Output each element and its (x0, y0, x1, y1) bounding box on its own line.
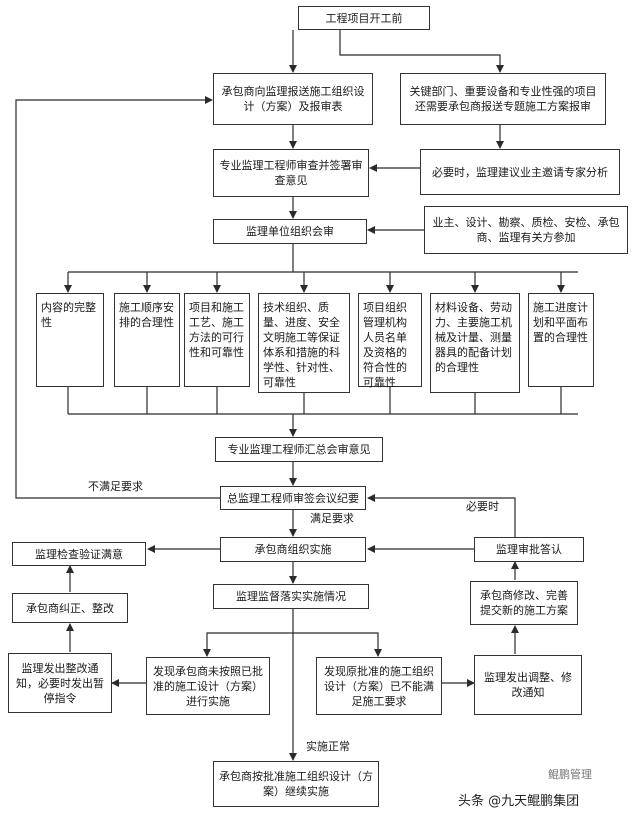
node-revise: 承包商修改、完善提交新的施工方案 (470, 581, 578, 625)
node-continue: 承包商按批准施工组织设计（方案）继续实施 (213, 761, 379, 807)
watermark-text: 头条 @九天鲲鹏集团 (458, 794, 580, 809)
edge-start-special (339, 30, 504, 73)
node-expert: 必要时，监理建议业主邀请专家分析 (420, 149, 620, 195)
node-start: 工程项目开工前 (298, 6, 430, 30)
edge-chief-submit (15, 96, 220, 499)
node-chief: 总监理工程师审签会议纪要 (220, 486, 366, 510)
node-special: 关键部门、重要设备和专业性强的项目还需要承包商报送专题施工方案报审 (400, 73, 606, 125)
node-unfit: 发现原批准的施工组织设计（方案）已不能满足施工要求 (316, 657, 442, 715)
node-supervise: 监理监督落实实施情况 (213, 584, 369, 609)
criterion-sequence: 施工顺序安排的合理性 (114, 293, 180, 387)
edge-supervise-unfit (293, 632, 382, 657)
node-implement: 承包商组织实施 (220, 537, 366, 562)
edge-supervise-deviate (203, 609, 294, 657)
criterion-schedule: 施工进度计划和平面布置的合理性 (528, 293, 594, 387)
watermark-corner: 鲲鹏管理 (548, 768, 592, 781)
node-correct: 承包商纠正、整改 (12, 593, 128, 623)
node-submit: 承包商向监理报送施工组织设计（方案）及报审表 (213, 73, 373, 125)
node-parties: 业主、设计、勘察、质检、安检、承包商、监理有关方参加 (424, 206, 628, 254)
criterion-guarantee-systems: 技术组织、质量、进度、安全文明施工等保证体系和措施的科学性、针对性、可靠性 (258, 293, 350, 393)
node-verify: 监理检查验证满意 (12, 542, 146, 566)
label-not-met: 不满足要求 (88, 480, 143, 493)
node-summary: 专业监理工程师汇总会审意见 (215, 437, 383, 462)
label-met: 满足要求 (310, 512, 354, 525)
node-approve: 监理审批答认 (474, 537, 584, 562)
node-deviate: 发现承包商未按照已批准的施工设计（方案）进行实施 (146, 657, 270, 715)
criterion-completeness: 内容的完整性 (36, 293, 104, 387)
label-normal: 实施正常 (306, 740, 350, 753)
node-adjust: 监理发出调整、修改通知 (474, 655, 582, 715)
edge-approve-chief (367, 494, 516, 537)
node-meeting: 监理单位组织会审 (213, 219, 367, 244)
node-review: 专业监理工程师审查并签署审查意见 (213, 149, 369, 197)
node-stop: 监理发出整改通知，必要时发出暂停指令 (8, 653, 112, 713)
criterion-organization: 项目组织管理机构人员名单及资格的符合性的可靠性 (358, 293, 422, 389)
criterion-resources: 材料设备、劳动力、主要施工机械及计量、测量器具的配备计划的合理性 (430, 293, 520, 393)
label-when-needed: 必要时 (466, 500, 499, 513)
criterion-methods: 项目和施工工艺、施工方法的可行性和可靠性 (184, 293, 250, 387)
